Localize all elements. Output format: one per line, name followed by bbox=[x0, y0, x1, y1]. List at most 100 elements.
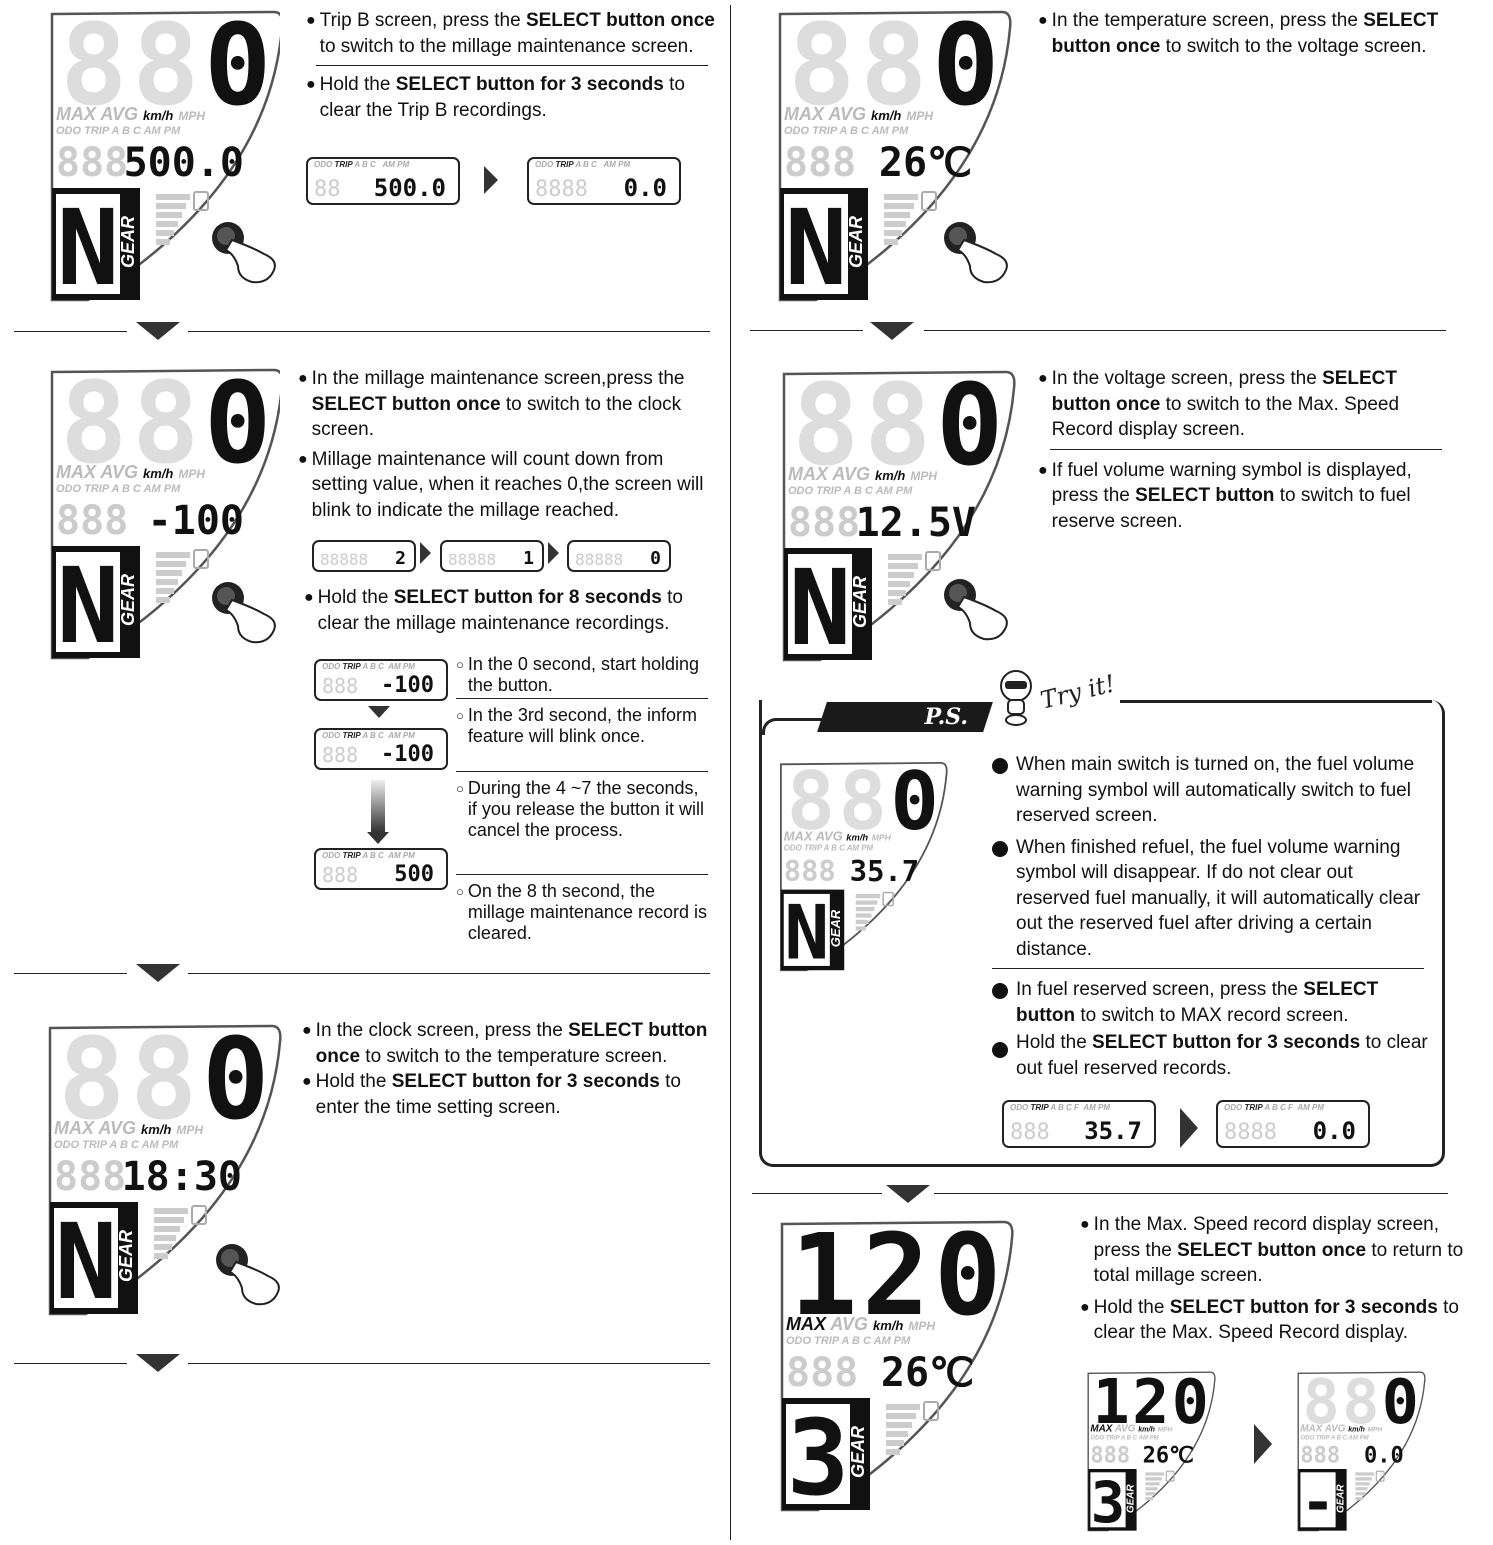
press-button-icon bbox=[208, 578, 284, 648]
press-button-icon bbox=[940, 218, 1016, 288]
gear-label: GEAR bbox=[118, 574, 138, 626]
readout-value: 26℃ bbox=[1143, 1443, 1194, 1468]
fuel-bar bbox=[888, 572, 914, 578]
down-arrow-icon bbox=[371, 780, 385, 832]
fuel-bar bbox=[154, 1226, 180, 1232]
section-max-speed-text: ●In the Max. Speed record display screen… bbox=[1080, 1212, 1480, 1352]
readout-value: -100 bbox=[148, 498, 244, 544]
readout-ghost: 888 bbox=[784, 140, 856, 186]
mini-hold-0s: ODO TRIP A B C AM PM 888 -100 bbox=[314, 659, 448, 701]
down-arrow-icon bbox=[136, 964, 180, 982]
speed-digit: 0 bbox=[1172, 1370, 1209, 1438]
odo-trip-row: ODO TRIP A B C AM PM bbox=[1300, 1435, 1369, 1441]
mini-countdown-0-blink: 88888 0 bbox=[567, 540, 671, 572]
section-maintenance-text: ●In the millage maintenance screen,press… bbox=[298, 366, 718, 529]
section-temperature-text: ●In the temperature screen, press the SE… bbox=[1038, 8, 1488, 65]
right-arrow-icon bbox=[420, 542, 431, 564]
divider bbox=[934, 1193, 1448, 1194]
mini-hold-3s-blink: ODO TRIP A B C AM PM 888 -100 bbox=[314, 728, 448, 770]
dashboard-max-speed: 120MAX AVG km/h MPHODO TRIP A B C AM PM8… bbox=[778, 1218, 1014, 1514]
readout-ghost: 888 bbox=[1090, 1443, 1130, 1468]
fuel-bar bbox=[156, 570, 182, 576]
speed-digit: 0 bbox=[932, 8, 999, 131]
fuel-bar bbox=[154, 1235, 176, 1241]
right-arrow-icon bbox=[548, 542, 559, 564]
fuel-bar bbox=[156, 203, 186, 209]
fuel-bar bbox=[1355, 1492, 1365, 1495]
divider bbox=[924, 330, 1446, 331]
fuel-bar bbox=[886, 1422, 912, 1428]
odo-trip-row: ODO TRIP A B C AM PM bbox=[56, 125, 181, 137]
fuel-bar bbox=[1145, 1472, 1164, 1475]
fuel-bar bbox=[156, 212, 182, 218]
fuel-bar bbox=[156, 579, 178, 585]
readout-value: 0.0 bbox=[1364, 1443, 1404, 1468]
fuel-bar bbox=[884, 221, 906, 227]
gear-value: N bbox=[785, 187, 848, 304]
down-arrow-icon bbox=[368, 706, 390, 718]
divider bbox=[750, 330, 863, 331]
down-arrow-icon bbox=[136, 322, 180, 340]
fuel-bar bbox=[884, 230, 902, 236]
readout-ghost: 888 bbox=[1300, 1443, 1340, 1468]
fuel-bar bbox=[156, 239, 170, 245]
gear-label: GEAR bbox=[116, 1230, 136, 1282]
fuel-bar bbox=[888, 581, 910, 587]
fuel-bar bbox=[884, 239, 898, 245]
divider bbox=[188, 331, 710, 332]
fuel-bar bbox=[1145, 1487, 1157, 1490]
right-arrow-icon bbox=[484, 166, 498, 194]
down-arrow-icon bbox=[136, 1354, 180, 1372]
fuel-bar bbox=[156, 221, 178, 227]
odo-trip-row: ODO TRIP A B C AM PM bbox=[788, 485, 913, 497]
gear-value: N bbox=[55, 1201, 118, 1318]
rider-mascot-icon bbox=[996, 668, 1036, 726]
fuel-bar bbox=[1355, 1477, 1372, 1480]
fuel-bar bbox=[1355, 1497, 1363, 1500]
gear-label: GEAR bbox=[1125, 1484, 1136, 1513]
fuel-bar bbox=[154, 1244, 172, 1250]
dashboard-max-speed-small: 120MAX AVG km/h MPHODO TRIP A B C AM PM8… bbox=[1086, 1370, 1218, 1535]
fuel-bar bbox=[886, 1431, 908, 1437]
fuel-bar bbox=[1355, 1482, 1369, 1485]
fuel-bar bbox=[884, 194, 918, 200]
divider bbox=[14, 331, 127, 332]
fuel-bar bbox=[1145, 1497, 1153, 1500]
divider bbox=[14, 973, 127, 974]
fuel-bar bbox=[886, 1449, 900, 1455]
fuel-bar bbox=[888, 554, 922, 560]
speed-digit: 0 bbox=[204, 366, 271, 489]
section-clock-text: ●In the clock screen, press the SELECT b… bbox=[302, 1018, 712, 1126]
press-button-icon bbox=[212, 1240, 288, 1310]
fuel-bar bbox=[886, 1440, 904, 1446]
divider bbox=[188, 973, 710, 974]
readout-value: 26℃ bbox=[881, 1350, 974, 1396]
ps-box-top-border bbox=[1120, 700, 1432, 703]
fuel-bar bbox=[154, 1208, 188, 1214]
readout-ghost: 888 bbox=[54, 1154, 126, 1200]
fuel-bar bbox=[156, 588, 174, 594]
mini-fuel-reserve-cleared: ODO TRIP A B C F AM PM 8888 0.0 bbox=[1216, 1100, 1370, 1148]
fuel-bar bbox=[1355, 1487, 1367, 1490]
fuel-bar bbox=[156, 561, 186, 567]
section-voltage-text: ●In the voltage screen, press the SELECT… bbox=[1038, 366, 1458, 540]
readout-ghost: 888 bbox=[788, 500, 860, 546]
readout-value: 500.0 bbox=[124, 140, 244, 186]
gear-label: GEAR bbox=[850, 576, 870, 628]
down-arrow-icon bbox=[886, 1185, 930, 1203]
readout-ghost: 888 bbox=[56, 140, 128, 186]
ps-box-top-border-left bbox=[762, 718, 825, 735]
fuel-bar bbox=[154, 1217, 184, 1223]
speed-digit: 0 bbox=[204, 8, 271, 131]
gear-label: GEAR bbox=[848, 1426, 868, 1478]
fuel-bar bbox=[884, 203, 914, 209]
fuel-bar bbox=[888, 563, 918, 569]
press-button-icon bbox=[208, 218, 284, 288]
divider bbox=[14, 1363, 127, 1364]
gear-value: 3 bbox=[1091, 1470, 1125, 1535]
speed-digit: 0 bbox=[1382, 1370, 1419, 1438]
gear-value: 3 bbox=[787, 1397, 850, 1514]
right-arrow-icon bbox=[1180, 1108, 1198, 1148]
fuel-bar bbox=[1355, 1472, 1374, 1475]
fuel-bar bbox=[888, 599, 902, 605]
